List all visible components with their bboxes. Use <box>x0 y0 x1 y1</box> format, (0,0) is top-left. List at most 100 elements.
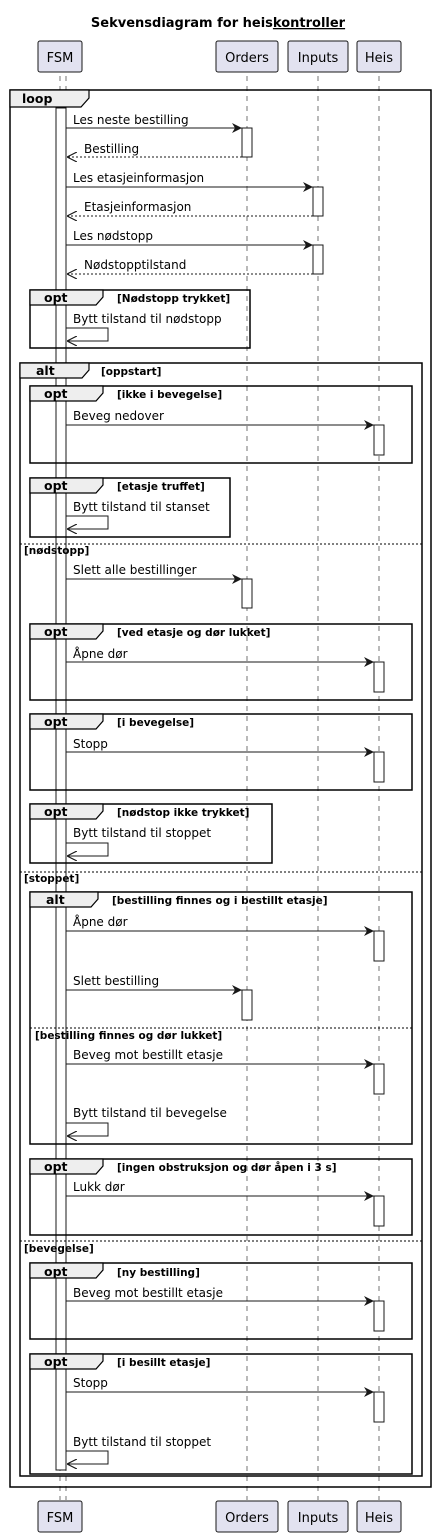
alt-tab-main <box>19 362 90 379</box>
cond-oppstart: [oppstart] <box>101 366 161 378</box>
participant-heis-bottom <box>356 1500 402 1533</box>
cond-ingen-obstruksjon: [ingen obstruksjon og dør åpen i 3 s] <box>117 1161 337 1174</box>
cond-bestilling-dor-lukket: [bestilling finnes og dør lukket] <box>35 1030 222 1042</box>
opt-label-etasje-truffet: opt <box>44 478 68 493</box>
opt-label-nodstop-ikke-trykket: opt <box>44 804 68 819</box>
cond-bestilling-i-etasje: [bestilling finnes og i bestillt etasje] <box>112 895 328 907</box>
participant-heis-label-bottom: Heis <box>365 1511 393 1526</box>
msg-beveg-nedover: Beveg nedover <box>73 409 164 423</box>
opt-label-ikke-i-bevegelse: opt <box>44 386 68 401</box>
msg-nodstopptilstand: Nødstopptilstand <box>84 258 186 272</box>
cond-nodstop-ikke-trykket: [nødstop ikke trykket] <box>117 807 249 819</box>
opt-label-i-bevegelse: opt <box>44 714 68 729</box>
opt-frame-etasje-truffet <box>29 477 231 538</box>
orders-activation-2 <box>241 578 253 609</box>
msg-bestilling: Bestilling <box>84 142 139 156</box>
participant-fsm-bottom <box>37 1500 83 1533</box>
participant-inputs-bottom <box>287 1500 349 1533</box>
opt-frame-i-besillt-etasje <box>29 1353 413 1475</box>
msg-stopp-1: Stopp <box>73 737 108 751</box>
loop-frame <box>9 89 432 1488</box>
opt-tab-ingen-obstruksjon <box>29 1158 104 1175</box>
msg-les-nodstopp: Les nødstopp <box>73 229 153 243</box>
participant-orders-label: Orders <box>225 51 269 66</box>
opt-label-i-besillt-etasje: opt <box>44 1354 68 1369</box>
diagram-title: Sekvensdiagram for heiskontroller <box>91 16 346 31</box>
cond-i-besillt-etasje: [i besillt etasje] <box>117 1357 210 1369</box>
fsm-activation <box>55 107 67 1471</box>
participant-fsm-label: FSM <box>47 51 74 66</box>
participant-inputs-top <box>287 40 349 73</box>
alt-label-main: alt <box>36 363 55 378</box>
self-arrow-stoppet-1 <box>66 842 109 856</box>
opt-frame-ingen-obstruksjon <box>29 1158 413 1236</box>
cond-ved-etasje: [ved etasje og dør lukket] <box>117 627 270 639</box>
cond-ny-bestilling: [ny bestilling] <box>117 1267 200 1279</box>
opt-tab-nodstopp-trykket <box>29 289 104 306</box>
self-arrow-bevegelse <box>66 1122 109 1136</box>
msg-bytt-til-stoppet-2: Bytt tilstand til stoppet <box>73 1435 211 1449</box>
opt-label-nodstopp-trykket: opt <box>44 290 68 305</box>
opt-tab-ny-bestilling <box>29 1262 104 1279</box>
cond-nodstopp-trykket: [Nødstopp trykket] <box>117 293 230 305</box>
heis-activation-1 <box>373 424 385 456</box>
cond-stoppet: [stoppet] <box>24 873 79 885</box>
opt-frame-nodstop-ikke-trykket <box>29 803 273 864</box>
participant-orders-bottom <box>215 1500 279 1533</box>
self-arrow-stoppet-2 <box>66 1450 109 1464</box>
loop-tab <box>9 89 90 108</box>
heis-activation-5 <box>373 1063 385 1095</box>
participant-orders-label-bottom: Orders <box>225 1511 269 1526</box>
opt-frame-i-bevegelse <box>29 713 413 791</box>
loop-label: loop <box>22 91 52 106</box>
participant-inputs-label: Inputs <box>298 51 339 66</box>
alt-frame-bestilling <box>29 891 413 1145</box>
opt-frame-ny-bestilling <box>29 1262 413 1340</box>
cond-i-bevegelse: [i bevegelse] <box>117 717 194 729</box>
opt-tab-nodstop-ikke-trykket <box>29 803 104 820</box>
inputs-activation-2 <box>312 244 324 275</box>
opt-tab-etasje-truffet <box>29 477 104 494</box>
participant-heis-top <box>356 40 402 73</box>
heis-activation-7 <box>373 1300 385 1332</box>
cond-nodstopp: [nødstopp] <box>24 545 89 557</box>
opt-frame-ved-etasje <box>29 623 413 701</box>
participant-heis-label: Heis <box>365 51 393 66</box>
heis-activation-8 <box>373 1391 385 1423</box>
orders-activation-3 <box>241 989 253 1021</box>
cond-ikke-i-bevegelse: [ikke i bevegelse] <box>117 389 222 401</box>
cond-etasje-truffet: [etasje truffet] <box>117 481 205 493</box>
msg-etasjeinformasjon: Etasjeinformasjon <box>84 200 191 214</box>
msg-lukk-dor: Lukk dør <box>73 1180 125 1194</box>
heis-activation-2 <box>373 661 385 693</box>
msg-apne-dor-1: Åpne dør <box>73 646 128 661</box>
alt-label-bestilling: alt <box>46 892 65 907</box>
msg-stopp-2: Stopp <box>73 1376 108 1390</box>
opt-frame-nodstopp-trykket <box>29 289 251 349</box>
opt-tab-i-bevegelse <box>29 713 104 730</box>
participant-inputs-label-bottom: Inputs <box>298 1511 339 1526</box>
heis-activation-6 <box>373 1195 385 1227</box>
alt-tab-bestilling <box>29 891 99 908</box>
opt-tab-ved-etasje <box>29 623 104 640</box>
msg-beveg-mot-etasje-1: Beveg mot bestillt etasje <box>73 1048 223 1062</box>
cond-bevegelse: [bevegelse] <box>24 1243 94 1255</box>
participant-fsm-label-bottom: FSM <box>47 1511 74 1526</box>
opt-tab-i-besillt-etasje <box>29 1353 104 1370</box>
msg-beveg-mot-etasje-2: Beveg mot bestillt etasje <box>73 1286 223 1300</box>
self-arrow-stanset <box>66 515 109 529</box>
msg-les-etasjeinformasjon: Les etasjeinformasjon <box>73 171 204 185</box>
msg-bytt-til-nodstopp: Bytt tilstand til nødstopp <box>73 312 222 326</box>
msg-bytt-til-stanset: Bytt tilstand til stanset <box>73 500 210 514</box>
opt-label-ingen-obstruksjon: opt <box>44 1159 68 1174</box>
alt-frame-main <box>19 362 423 1477</box>
heis-activation-3 <box>373 751 385 783</box>
self-arrow-nodstopp <box>66 327 109 341</box>
heis-activation-4 <box>373 930 385 962</box>
opt-label-ved-etasje: opt <box>44 624 68 639</box>
participant-orders-top <box>215 40 279 73</box>
msg-apne-dor-2: Åpne dør <box>73 914 128 929</box>
inputs-activation-1 <box>312 186 324 217</box>
msg-les-neste-bestilling: Les neste bestilling <box>73 113 189 127</box>
